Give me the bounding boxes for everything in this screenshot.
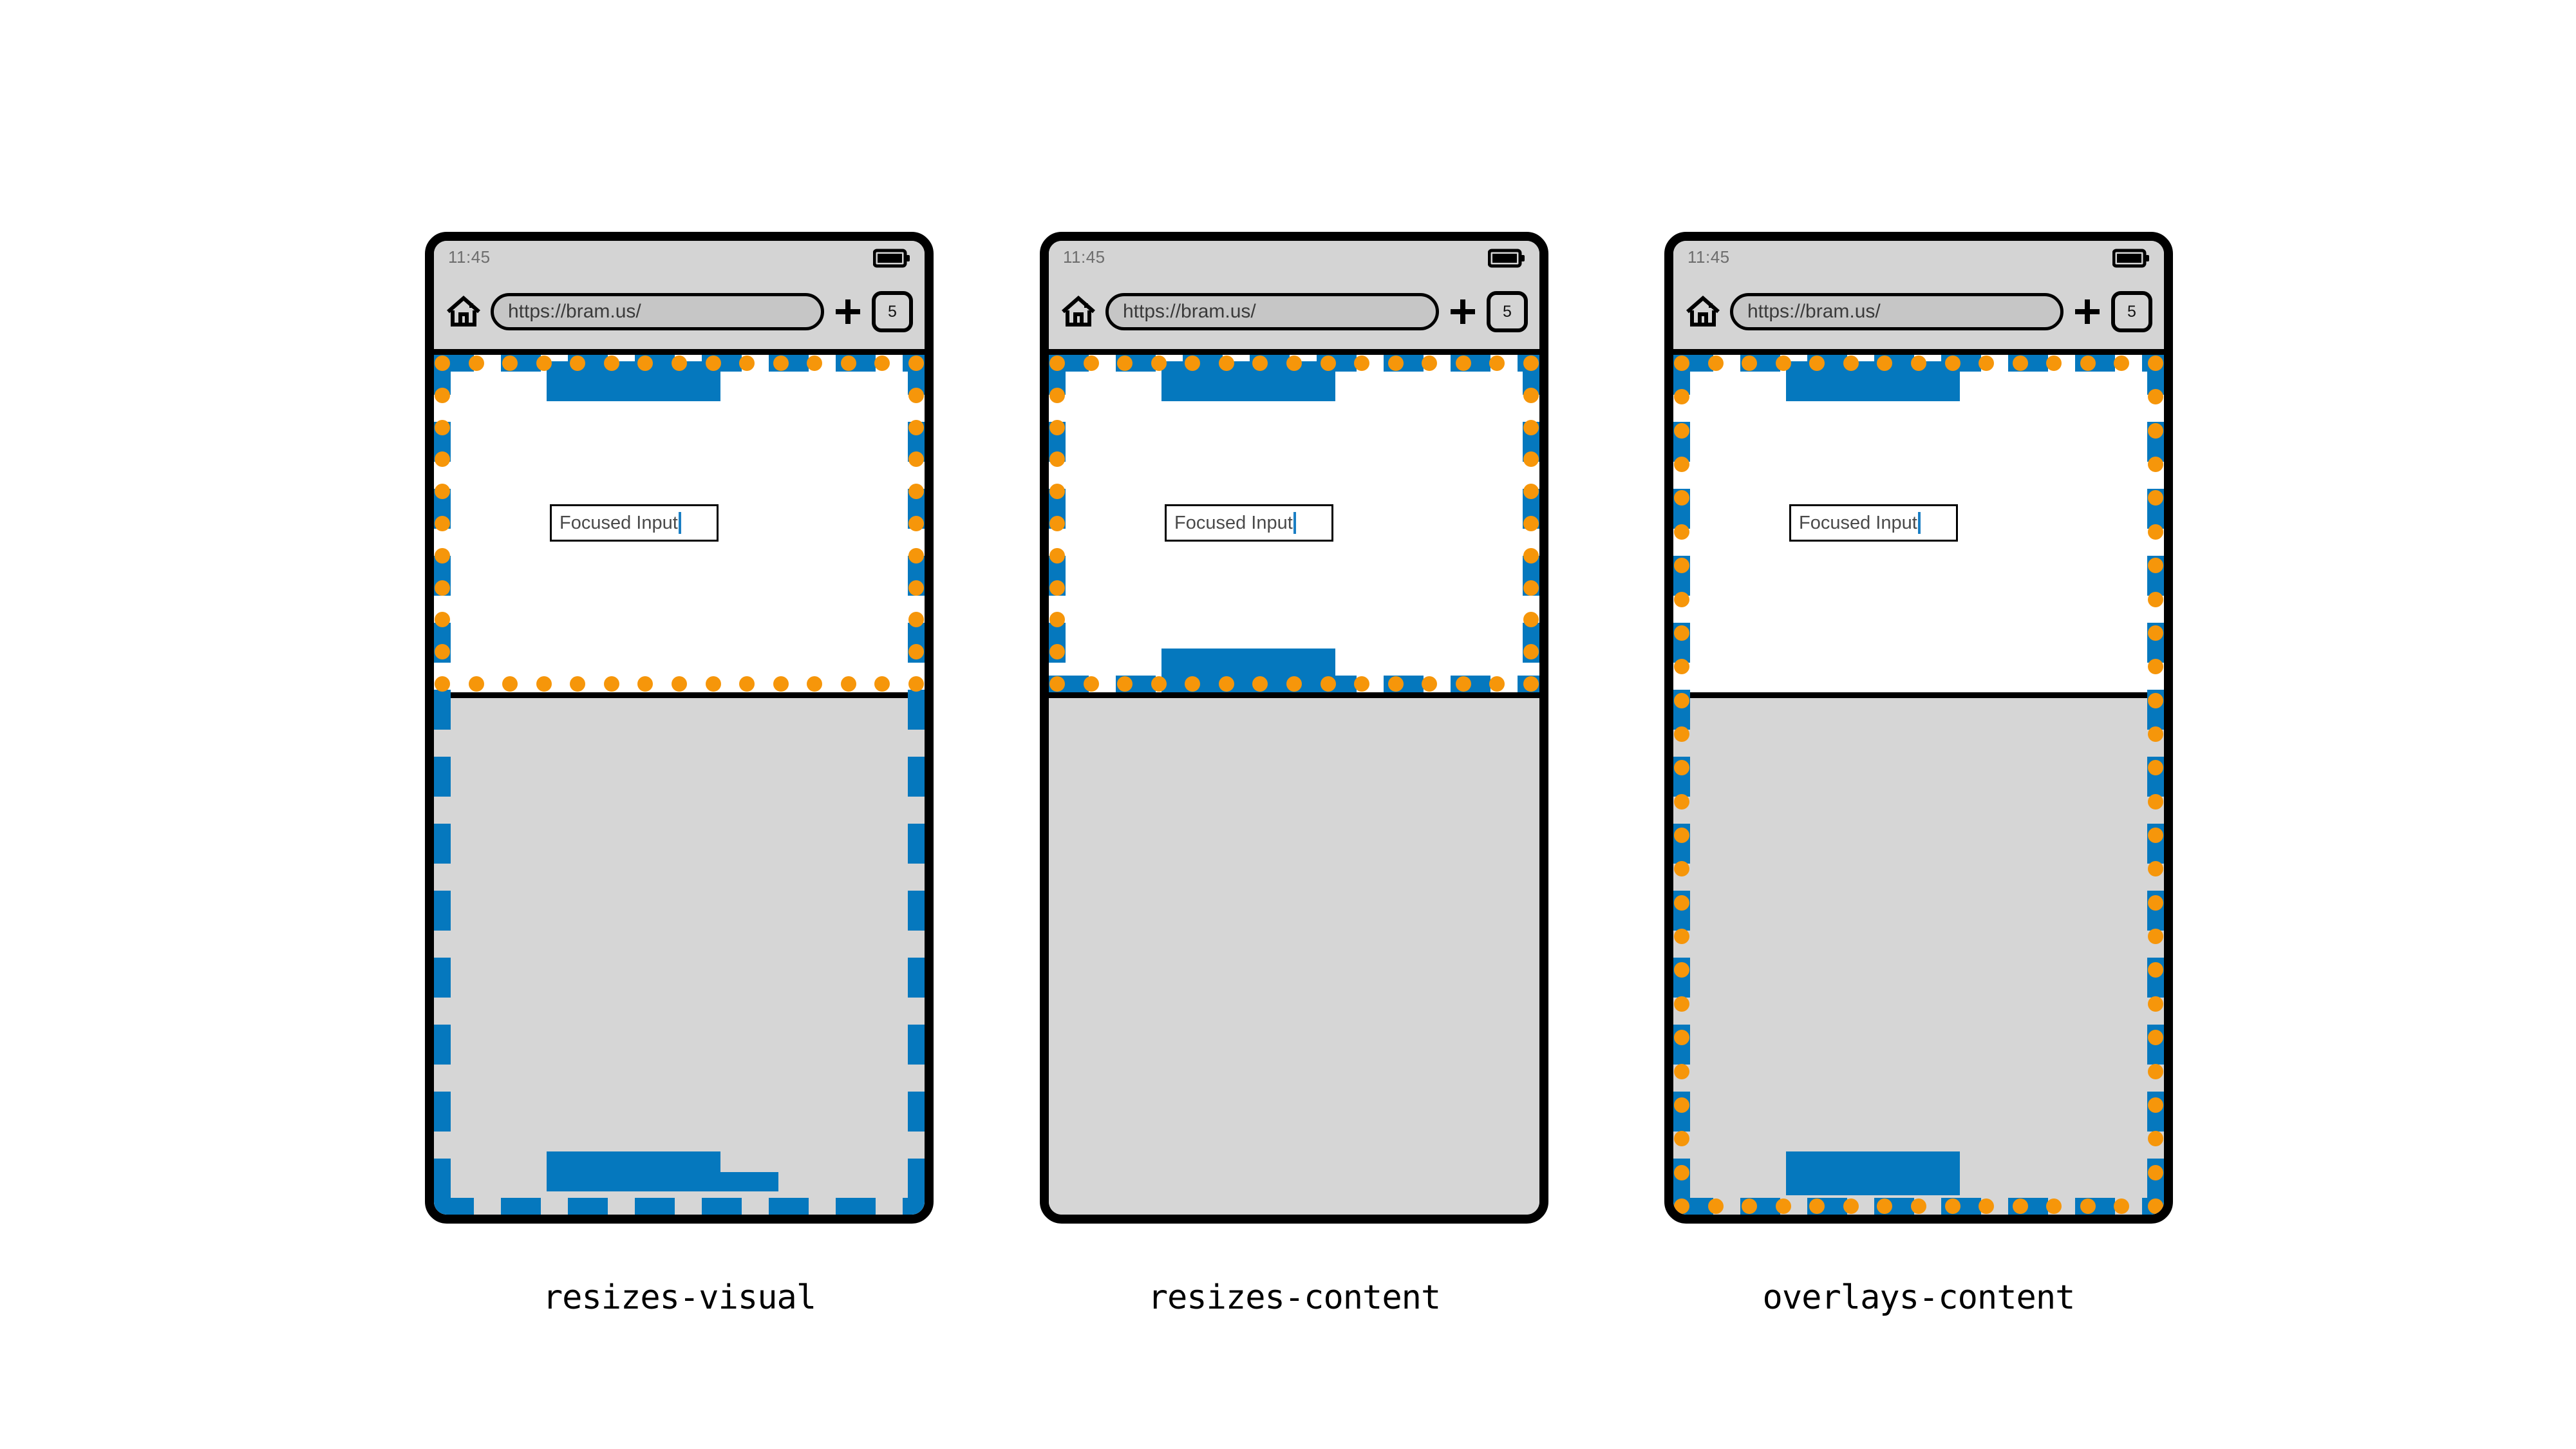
panel-caption-resizes-content: resizes-content bbox=[1147, 1278, 1442, 1317]
virtual-keyboard bbox=[434, 692, 925, 1215]
plus-icon[interactable] bbox=[1448, 297, 1478, 327]
phone-mock-resizes-content: 11:45 https://bram.us/ bbox=[1040, 232, 1548, 1224]
focused-input-value: Focused Input bbox=[1799, 512, 1917, 533]
tab-count-button[interactable]: 5 bbox=[872, 291, 913, 332]
url-text: https://bram.us/ bbox=[1123, 301, 1256, 322]
panel-caption-overlays-content: overlays-content bbox=[1762, 1278, 2076, 1317]
web-content-area: Focused Input bbox=[1049, 355, 1539, 692]
device-screen: Focused Input bbox=[1049, 355, 1539, 1215]
battery-full-icon bbox=[2112, 249, 2149, 268]
virtual-keyboard bbox=[1673, 692, 2164, 1215]
browser-chrome: 11:45 https://bram.us/ bbox=[1049, 241, 1539, 355]
status-clock: 11:45 bbox=[1063, 247, 1105, 267]
status-bar: 11:45 bbox=[1049, 241, 1539, 274]
text-caret bbox=[1293, 512, 1296, 534]
browser-chrome: 11:45 https://bram.us/ bbox=[434, 241, 925, 355]
web-content-area: Focused Input bbox=[1673, 355, 2164, 692]
focused-input[interactable]: Focused Input bbox=[1165, 504, 1333, 542]
browser-toolbar: https://bram.us/ 5 bbox=[1049, 274, 1539, 349]
tab-count-label: 5 bbox=[1503, 302, 1512, 321]
text-caret bbox=[678, 512, 681, 534]
browser-toolbar: https://bram.us/ 5 bbox=[1673, 274, 2164, 349]
plus-icon[interactable] bbox=[2073, 297, 2102, 327]
browser-chrome: 11:45 https://bram.us/ bbox=[1673, 241, 2164, 355]
tab-count-label: 5 bbox=[888, 302, 897, 321]
focused-input[interactable]: Focused Input bbox=[550, 504, 719, 542]
url-bar[interactable]: https://bram.us/ bbox=[491, 293, 824, 330]
status-bar: 11:45 bbox=[434, 241, 925, 274]
home-icon[interactable] bbox=[1060, 294, 1096, 330]
focused-input[interactable]: Focused Input bbox=[1789, 504, 1958, 542]
battery-full-icon bbox=[873, 249, 910, 268]
page-footer-block bbox=[1161, 649, 1335, 692]
status-clock: 11:45 bbox=[1688, 247, 1730, 267]
status-bar: 11:45 bbox=[1673, 241, 2164, 274]
tab-count-button[interactable]: 5 bbox=[1487, 291, 1528, 332]
page-header-block bbox=[1161, 361, 1335, 401]
focused-input-value: Focused Input bbox=[1174, 512, 1293, 533]
tab-count-button[interactable]: 5 bbox=[2111, 291, 2152, 332]
page-footer-block bbox=[1786, 1151, 1960, 1195]
device-screen: Focused Input bbox=[434, 355, 925, 1215]
battery-full-icon bbox=[1488, 249, 1525, 268]
page-header-block bbox=[1786, 361, 1960, 401]
web-content-area: Focused Input bbox=[434, 355, 925, 692]
url-text: https://bram.us/ bbox=[508, 301, 641, 322]
plus-icon[interactable] bbox=[833, 297, 863, 327]
tab-count-label: 5 bbox=[2127, 302, 2136, 321]
home-icon[interactable] bbox=[446, 294, 482, 330]
browser-toolbar: https://bram.us/ 5 bbox=[434, 274, 925, 349]
page-footer-block bbox=[547, 1151, 720, 1191]
status-clock: 11:45 bbox=[448, 247, 491, 267]
panel-caption-resizes-visual: resizes-visual bbox=[542, 1278, 816, 1317]
home-icon[interactable] bbox=[1685, 294, 1721, 330]
url-bar[interactable]: https://bram.us/ bbox=[1730, 293, 2064, 330]
phone-mock-overlays-content: 11:45 https://bram.us/ bbox=[1664, 232, 2173, 1224]
focused-input-value: Focused Input bbox=[559, 512, 678, 533]
page-header-block bbox=[547, 361, 720, 401]
device-screen: Focused Input bbox=[1673, 355, 2164, 1215]
virtual-keyboard bbox=[1049, 692, 1539, 1215]
url-text: https://bram.us/ bbox=[1747, 301, 1881, 322]
text-caret bbox=[1917, 512, 1921, 534]
url-bar[interactable]: https://bram.us/ bbox=[1105, 293, 1439, 330]
phone-mock-resizes-visual: 11:45 https://bram.us/ bbox=[425, 232, 934, 1224]
page-footer-block-extension bbox=[720, 1172, 778, 1191]
